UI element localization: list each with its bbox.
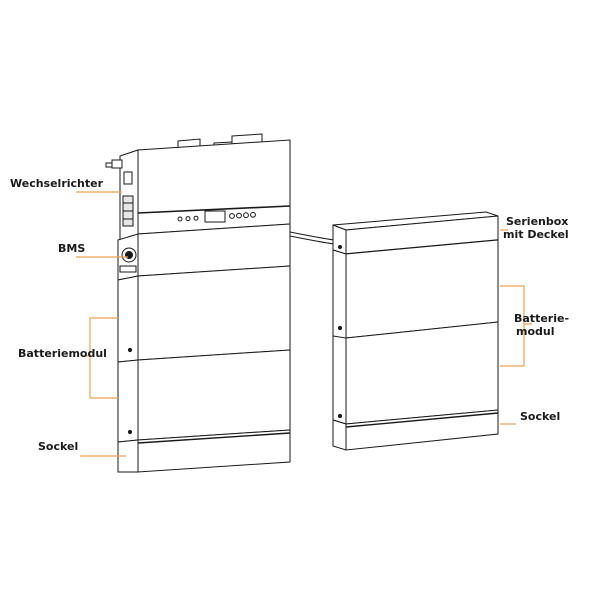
base-right [332, 409, 499, 451]
control-button [229, 213, 235, 219]
leader-battery-right [500, 285, 525, 367]
label-base-right: Sockel [520, 410, 561, 423]
battery-module-right-2 [332, 321, 499, 425]
battery-module-left-1 [117, 265, 291, 363]
label-battery-module-right-line1: Batterie- [514, 312, 570, 325]
led-indicator [193, 215, 199, 221]
inverter-unit [137, 139, 291, 235]
label-base-left: Sockel [38, 440, 79, 453]
control-button [236, 212, 242, 219]
left-stack [105, 133, 291, 473]
label-bms: BMS [58, 242, 86, 255]
label-battery-module-left: Batteriemodul [18, 347, 107, 360]
leader-lines [76, 191, 532, 457]
inverter-display [204, 210, 226, 223]
label-series-box-line2: mit Deckel [503, 228, 569, 241]
label-battery-module-right-line2: modul [516, 325, 555, 338]
control-button [250, 211, 256, 218]
inverter-side-connectors [105, 149, 139, 241]
leader-battery-left [89, 317, 118, 399]
base-left [117, 429, 291, 473]
led-indicator [185, 216, 191, 222]
right-stack [332, 211, 499, 451]
label-inverter: Wechselrichter [10, 177, 104, 190]
label-series-box-line1: Serienbox [506, 215, 569, 228]
battery-module-right-1 [332, 239, 499, 341]
led-indicator [177, 216, 183, 222]
battery-module-left-2 [117, 349, 291, 443]
control-button [243, 212, 249, 219]
connection-cable [289, 231, 335, 245]
